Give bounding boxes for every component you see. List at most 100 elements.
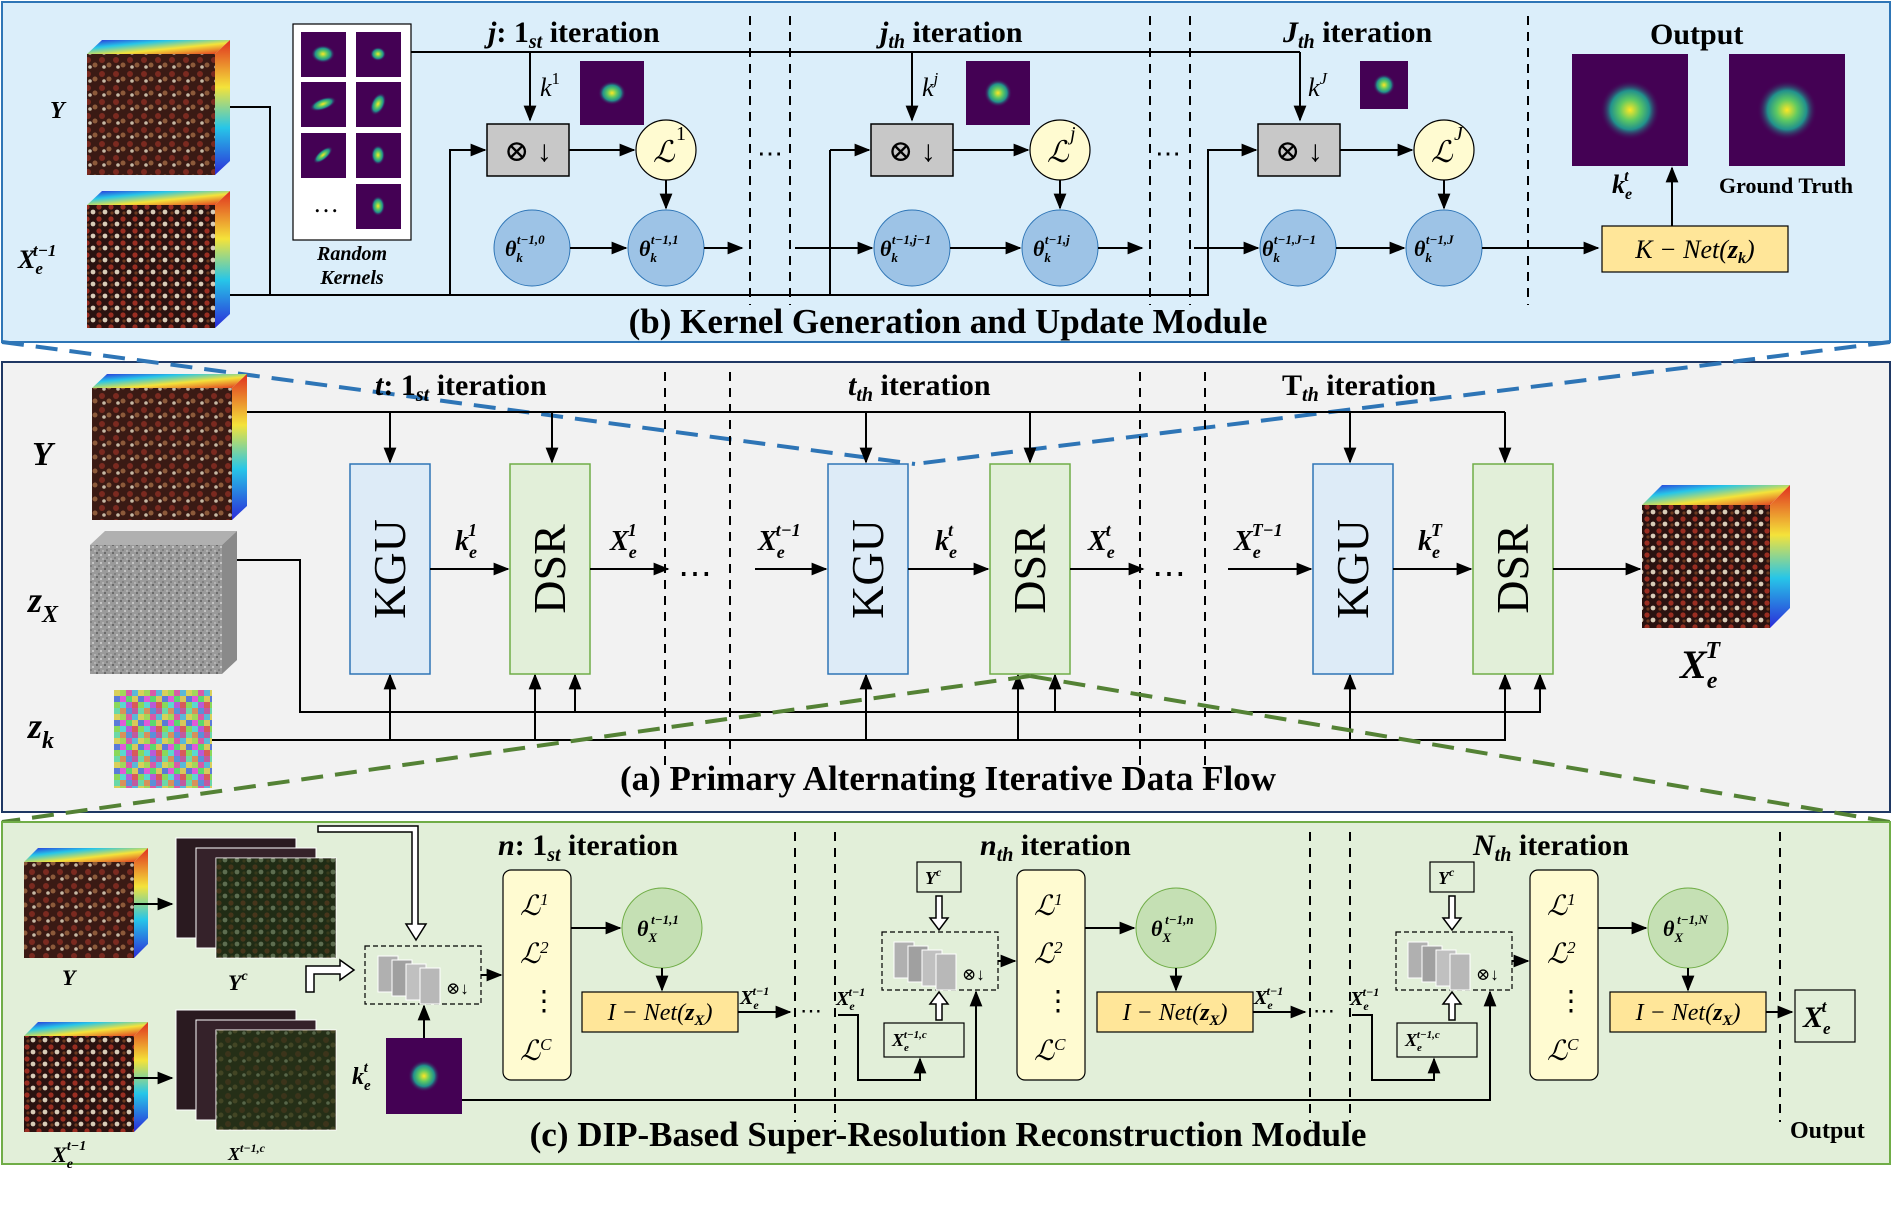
knet-box: K − Net(zk) bbox=[1601, 225, 1789, 273]
svg-text:θkt−1,j−1: θkt−1,j−1 bbox=[880, 232, 931, 265]
svg-text:Yc: Yc bbox=[1438, 865, 1455, 888]
svg-text:ℒ1: ℒ1 bbox=[1547, 890, 1576, 922]
svg-text:θXt−1,1: θXt−1,1 bbox=[637, 912, 679, 945]
svg-text:θkt−1,j: θkt−1,j bbox=[1033, 232, 1070, 265]
dsr-block-1: DSR bbox=[509, 463, 591, 675]
svg-text:DSR: DSR bbox=[524, 524, 575, 614]
conv-box-2: ⊗ ↓ bbox=[870, 123, 954, 177]
svg-text:⋮: ⋮ bbox=[1044, 986, 1072, 1017]
panel-c-label-x: Xet−1 bbox=[51, 1139, 86, 1172]
ground-truth-blob bbox=[1757, 80, 1817, 140]
ground-truth-label: Ground Truth bbox=[1719, 173, 1853, 198]
svg-text:θkt−1,0: θkt−1,0 bbox=[505, 232, 545, 265]
svg-text:ℒ1: ℒ1 bbox=[1034, 890, 1063, 922]
panel-a-header-3: Tth iteration bbox=[1282, 369, 1436, 406]
panel-c-dots-1: ⋯ bbox=[800, 998, 822, 1023]
svg-text:KGU: KGU bbox=[842, 519, 893, 619]
panel-a-output-label: XeT bbox=[1678, 638, 1721, 694]
panel-c-label-yc: Yc bbox=[228, 969, 248, 995]
panel-b-header-1: j: 1st iteration bbox=[484, 16, 660, 53]
panel-primary-flow: Y zX zk t: 1st iteration tth iteration T… bbox=[1, 340, 1891, 824]
svg-text:⊗ ↓: ⊗ ↓ bbox=[504, 135, 552, 168]
svg-text:θXt−1,N: θXt−1,N bbox=[1663, 912, 1708, 945]
panel-c-xe-label-3: Xet−1 bbox=[1253, 984, 1283, 1012]
svg-text:ℒ: ℒ bbox=[1047, 136, 1070, 169]
theta-node-c-3: θXt−1,N bbox=[1647, 887, 1729, 969]
svg-text:ℒ: ℒ bbox=[653, 136, 676, 169]
panel-b-label-y: Y bbox=[50, 98, 67, 124]
kgu-block-2: KGU bbox=[827, 463, 909, 675]
svg-text:Xet−1,c: Xet−1,c bbox=[1404, 1029, 1440, 1054]
svg-text:ℒ2: ℒ2 bbox=[520, 938, 549, 970]
theta-node-c-2: θXt−1,n bbox=[1135, 887, 1217, 969]
inet-box-2: I − Net(zX) bbox=[1096, 991, 1254, 1033]
svg-text:ℒ1: ℒ1 bbox=[520, 890, 549, 922]
panel-a-cube-y bbox=[92, 374, 247, 520]
svg-text:KGU: KGU bbox=[1327, 519, 1378, 619]
random-kernels-label-2: Kernels bbox=[319, 267, 384, 289]
kernel-label-1: k1 bbox=[540, 69, 560, 102]
xc-box-3: Xet−1,c bbox=[1396, 1022, 1478, 1058]
panel-a-header-1: t: 1st iteration bbox=[375, 369, 547, 406]
svg-text:ℒC: ℒC bbox=[1547, 1035, 1579, 1067]
theta-node-b-1-out: θkt−1,1 bbox=[627, 209, 705, 287]
svg-text:ℒ: ℒ bbox=[1431, 136, 1454, 169]
panel-b-header-2: jth iteration bbox=[876, 16, 1023, 53]
panel-c-xe-label-4: Xet−1 bbox=[1349, 985, 1379, 1013]
panel-c-conv-3: ⊗↓ bbox=[1395, 931, 1513, 991]
panel-c-dots-2: ⋯ bbox=[1313, 998, 1335, 1023]
panel-b-separators bbox=[749, 16, 1529, 305]
svg-text:Yc: Yc bbox=[925, 865, 942, 888]
kernel-label-3: kJ bbox=[1308, 69, 1329, 102]
kernel-label-2: kj bbox=[922, 69, 939, 102]
svg-text:⊗↓: ⊗↓ bbox=[446, 979, 469, 998]
kgu-block-1: KGU bbox=[349, 463, 431, 675]
conv-box-3: ⊗ ↓ bbox=[1257, 123, 1341, 177]
panel-c-kernel-blob bbox=[408, 1060, 440, 1092]
panel-b-kernel-line bbox=[411, 51, 1307, 122]
svg-text:DSR: DSR bbox=[1487, 524, 1538, 614]
panel-c-title: (c) DIP-Based Super-Resolution Reconstru… bbox=[530, 1115, 1367, 1154]
xc-box-2: Xet−1,c bbox=[883, 1022, 965, 1058]
random-kernels-label-1: Random bbox=[316, 243, 387, 265]
svg-text:⊗↓: ⊗↓ bbox=[1476, 965, 1499, 984]
panel-c-cube-x bbox=[24, 1022, 148, 1132]
label-x1: Xe1 bbox=[609, 520, 637, 562]
panel-b-dots-2: ⋯ bbox=[1155, 139, 1181, 168]
panel-a-label-zx: zX bbox=[26, 580, 59, 628]
panel-kernel-generation: Y Xet−1 … Random Kernels j: 1st iteratio… bbox=[1, 1, 1891, 343]
svg-text:⊗↓: ⊗↓ bbox=[962, 965, 985, 984]
loss-stack-3: ℒ1 ℒ2 ⋮ ℒC bbox=[1529, 869, 1599, 1081]
random-kernels-dots: … bbox=[313, 189, 339, 218]
yc-box-2: Yc bbox=[916, 861, 962, 893]
dsr-block-3: DSR bbox=[1472, 463, 1554, 675]
label-kt: ket bbox=[935, 520, 957, 562]
panel-c-arrows bbox=[134, 897, 1794, 1101]
svg-text:ℒC: ℒC bbox=[1034, 1035, 1066, 1067]
panel-b-cube-y bbox=[87, 40, 230, 175]
panel-b-cube-x bbox=[87, 191, 230, 328]
kgu-block-3: KGU bbox=[1312, 463, 1394, 675]
yc-box-3: Yc bbox=[1429, 861, 1475, 893]
output-kernel-blob bbox=[1600, 80, 1660, 140]
svg-text:Xet: Xet bbox=[1802, 997, 1831, 1038]
panel-c-header-1: n: 1st iteration bbox=[498, 829, 678, 866]
svg-text:⊗ ↓: ⊗ ↓ bbox=[1275, 135, 1323, 168]
svg-text:I − Net(zX): I − Net(zX) bbox=[1635, 1000, 1741, 1029]
panel-b-header-3: Jth iteration bbox=[1282, 16, 1432, 53]
panel-c-conv-2: ⊗↓ bbox=[881, 931, 999, 991]
panel-a-title: (a) Primary Alternating Iterative Data F… bbox=[620, 759, 1277, 798]
label-xt-1: Xet−1 bbox=[757, 520, 801, 562]
loss-stack-1: ℒ1 ℒ2 ⋮ ℒC bbox=[502, 869, 572, 1081]
svg-text:Xet−1,c: Xet−1,c bbox=[891, 1029, 927, 1054]
svg-text:⋮: ⋮ bbox=[530, 986, 558, 1017]
output-kernel-label: ket bbox=[1612, 168, 1632, 203]
panel-c-hollow-arrows bbox=[305, 825, 1463, 1021]
theta-node-b-3-out: θkt−1,J bbox=[1405, 209, 1483, 287]
dsr-block-2: DSR bbox=[989, 463, 1071, 675]
panel-c-xe-label-2: Xet−1 bbox=[835, 985, 865, 1013]
label-xt: Xet bbox=[1087, 520, 1115, 562]
inet-box-1: I − Net(zX) bbox=[581, 991, 739, 1033]
svg-text:θkt−1,J−1: θkt−1,J−1 bbox=[1262, 232, 1316, 265]
panel-a-cube-zx bbox=[90, 531, 237, 674]
